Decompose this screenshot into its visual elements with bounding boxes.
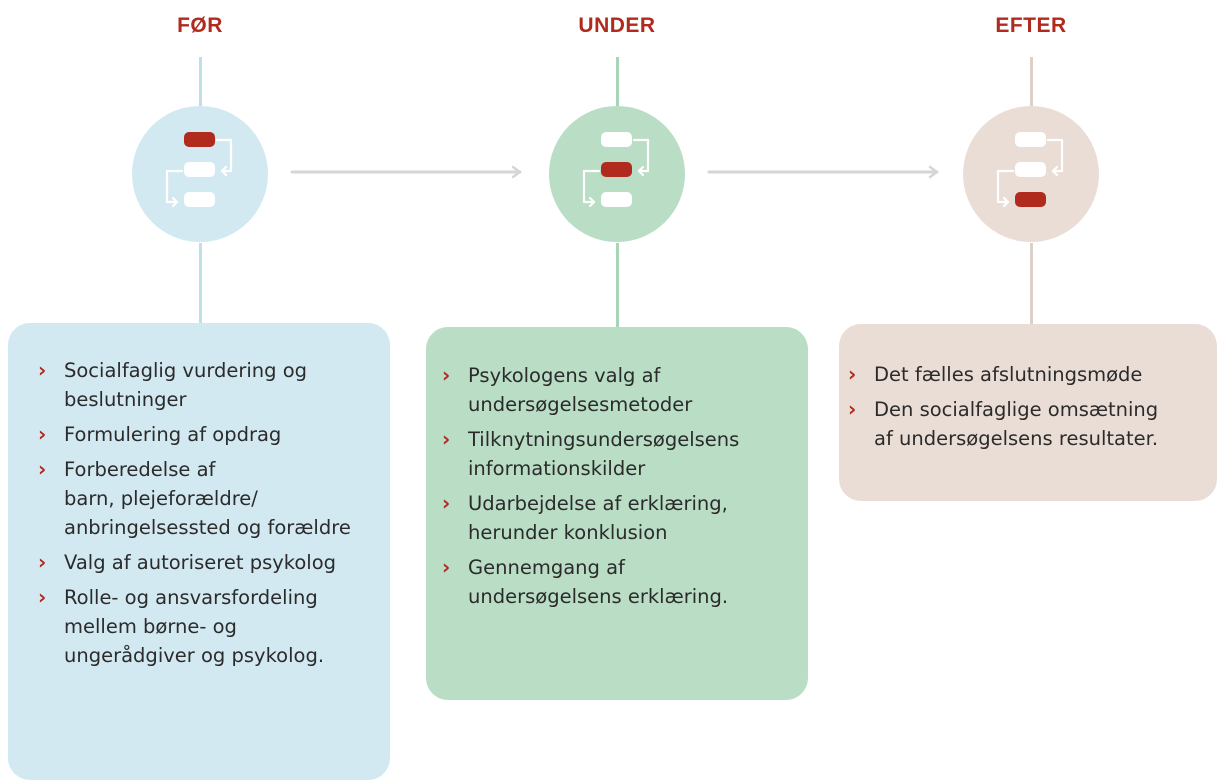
connector-line-efter-bottom [1030,243,1033,325]
step-block [184,162,215,177]
connector-line-under-top [616,57,619,108]
process-circle-for [132,106,268,242]
step-block [184,192,215,207]
list-item-text: Gennemgang af undersøgelsens erklæring. [468,556,729,608]
phase-title-for: FØR [177,14,223,37]
connector-line-under-bottom [616,243,619,328]
list-item: › Rolle- og ansvarsfordeling mellem børne… [38,583,376,670]
process-circle-under [549,106,685,242]
process-steps-icon [996,132,1064,208]
chevron-right-icon: › [848,397,857,421]
phase-title-efter: EFTER [995,14,1067,37]
step-block [1015,162,1046,177]
step-block [601,192,632,207]
list-item-text: Formulering af opdrag [64,423,282,446]
phase-list-under: › Psykologens valg af undersøgelsesmetode… [442,361,794,611]
list-item: › Forberedelse af barn, plejeforældre/ an… [38,455,376,542]
chevron-right-icon: › [38,358,47,382]
phase-box-efter: › Det fælles afslutningsmøde › Den socialfa… [839,324,1217,501]
phase-box-under: › Psykologens valg af undersøgelsesmetode… [426,327,808,700]
chevron-right-icon: › [442,363,451,387]
list-item-text: Den socialfaglige omsætning af undersøge… [874,398,1159,450]
chevron-right-icon: › [848,362,857,386]
list-item-text: Tilknytningsundersøgelsens informationsk… [468,428,740,480]
process-steps-icon [165,132,233,208]
arrow-right-icon [290,165,522,179]
list-item-text: Socialfaglig vurdering og beslutninger [64,359,308,411]
chevron-right-icon: › [442,555,451,579]
list-item: › Udarbejdelse af erklæring, herunder kon… [442,489,794,547]
process-steps-icon [582,132,650,208]
list-item: › Psykologens valg af undersøgelsesmetode… [442,361,794,419]
phase-title-under: UNDER [578,14,656,37]
step-block [601,132,632,147]
list-item: › Den socialfaglige omsætning af undersøg… [848,395,1213,453]
list-item-text: Rolle- og ansvarsfordeling mellem børne-… [64,586,325,667]
connector-line-for-top [199,57,202,108]
list-item-text: Valg af autoriseret psykolog [64,551,337,574]
phase-box-for: ›Socialfaglig vurdering og beslutninger›… [8,323,390,780]
list-item-text: Psykologens valg af undersøgelsesmetoder [468,364,693,416]
chevron-right-icon: › [442,491,451,515]
list-item-text: Udarbejdelse af erklæring, herunder konk… [468,492,728,544]
list-item-text: Forberedelse af barn, plejeforældre/ anb… [64,458,351,539]
chevron-right-icon: › [38,457,47,481]
active-step-block [1015,192,1046,207]
chevron-right-icon: › [442,427,451,451]
chevron-right-icon: › [38,422,47,446]
active-step-block [184,132,215,147]
list-item: › Valg af autoriseret psykolog [38,548,376,577]
arrow-right-icon [707,165,939,179]
connector-line-for-bottom [199,243,202,324]
chevron-right-icon: › [38,585,47,609]
chevron-right-icon: › [38,550,47,574]
list-item: › Tilknytningsundersøgelsens informations… [442,425,794,483]
list-item: › Det fælles afslutningsmøde [848,360,1213,389]
list-item-text: Det fælles afslutningsmøde [874,363,1143,386]
step-block [1015,132,1046,147]
list-item: › Gennemgang af undersøgelsens erklæring. [442,553,794,611]
process-circle-efter [963,106,1099,242]
list-item: › Socialfaglig vurdering og beslutninger [38,356,376,414]
phase-list-for: ›Socialfaglig vurdering og beslutninger›… [38,356,376,670]
active-step-block [601,162,632,177]
connector-line-efter-top [1030,57,1033,108]
phase-list-efter: › Det fælles afslutningsmøde › Den socialfa… [848,360,1213,453]
list-item: › Formulering af opdrag [38,420,376,449]
